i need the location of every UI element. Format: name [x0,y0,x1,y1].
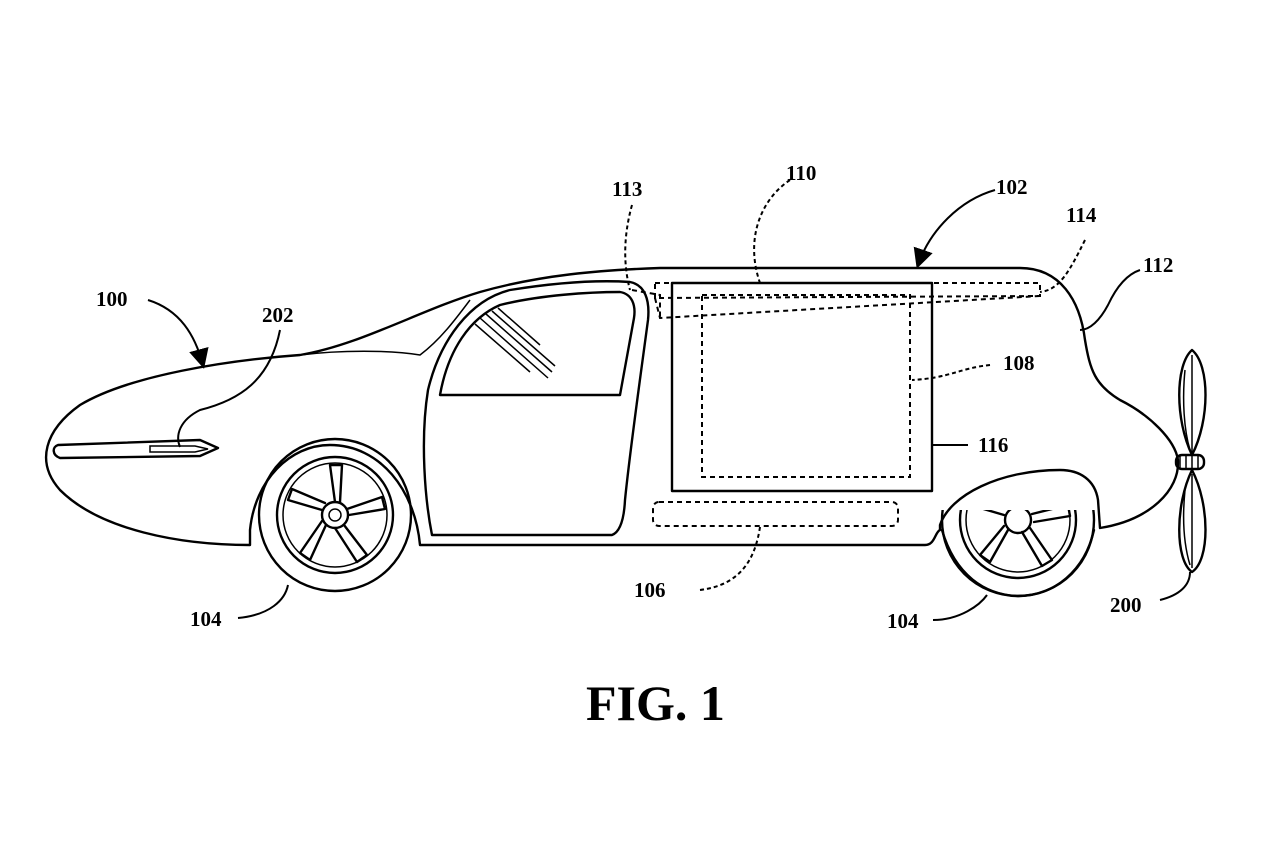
reference-labels: 100 202 113 110 102 114 112 108 116 106 … [96,161,1173,633]
front-door [422,280,650,537]
label-104-rear: 104 [887,609,919,633]
roof-rail [654,282,1041,300]
door-frame [631,289,661,318]
label-100: 100 [96,287,128,311]
propeller [1174,348,1207,574]
compartment-floor [652,501,899,527]
label-112: 112 [1143,253,1173,277]
label-202: 202 [262,303,294,327]
side-light [52,438,220,460]
window-glare [474,307,556,379]
label-110: 110 [786,161,816,185]
body-outline [44,266,1180,547]
label-114: 114 [1066,203,1097,227]
leader-lines [147,179,1191,621]
label-108: 108 [1003,351,1035,375]
figure-caption: FIG. 1 [586,675,725,731]
roof-channel [654,295,1041,320]
label-116: 116 [978,433,1008,457]
label-200: 200 [1110,593,1142,617]
label-106: 106 [634,578,666,602]
label-113: 113 [612,177,642,201]
rear-door [670,281,934,493]
label-102: 102 [996,175,1028,199]
front-wheel [257,437,413,593]
label-104-front: 104 [190,607,222,631]
front-window [438,290,636,397]
car-body [44,266,1180,547]
hood-line [299,299,471,356]
rear-wheel [940,510,1096,598]
cargo-area [701,294,911,478]
